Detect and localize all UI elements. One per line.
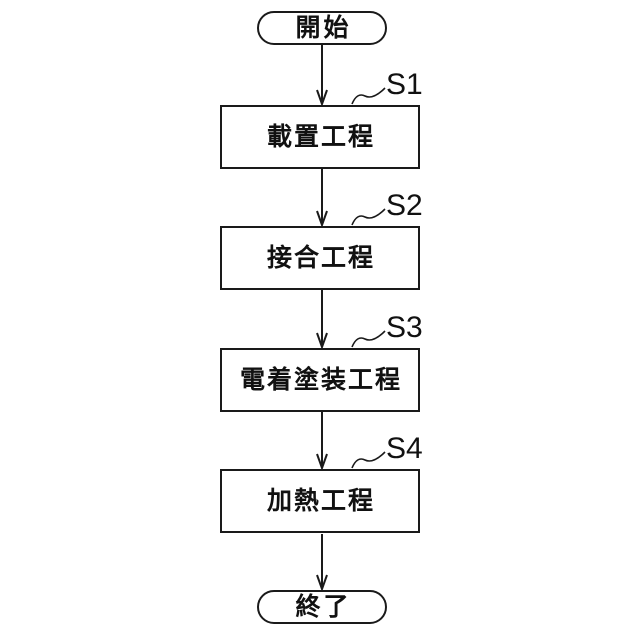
process-box-label: 加熱工程 (266, 486, 375, 515)
process-box-s1: 載置工程 (220, 105, 420, 169)
process-box-s4: 加熱工程 (220, 469, 420, 533)
start-terminal-label: 開始 (295, 13, 352, 42)
process-box-s3: 電着塗装工程 (220, 348, 420, 412)
leader-line (351, 208, 386, 226)
process-box-label: 載置工程 (266, 122, 375, 151)
flow-arrow (316, 412, 328, 471)
flow-arrow (316, 169, 328, 228)
flow-arrow (316, 534, 328, 592)
step-id-s3: S3 (386, 311, 423, 344)
step-id-s1: S1 (386, 68, 423, 101)
end-terminal: 終了 (257, 590, 387, 624)
process-box-s2: 接合工程 (220, 226, 420, 290)
flow-arrow (316, 290, 328, 350)
leader-line (351, 330, 386, 348)
start-terminal: 開始 (257, 11, 387, 45)
process-box-label: 接合工程 (266, 243, 375, 272)
flow-arrow (316, 45, 328, 107)
end-terminal-label: 終了 (295, 592, 352, 621)
step-id-s4: S4 (386, 432, 423, 465)
leader-line (351, 451, 386, 469)
process-box-label: 電着塗装工程 (239, 365, 402, 394)
step-id-s2: S2 (386, 189, 423, 222)
leader-line (351, 87, 386, 105)
